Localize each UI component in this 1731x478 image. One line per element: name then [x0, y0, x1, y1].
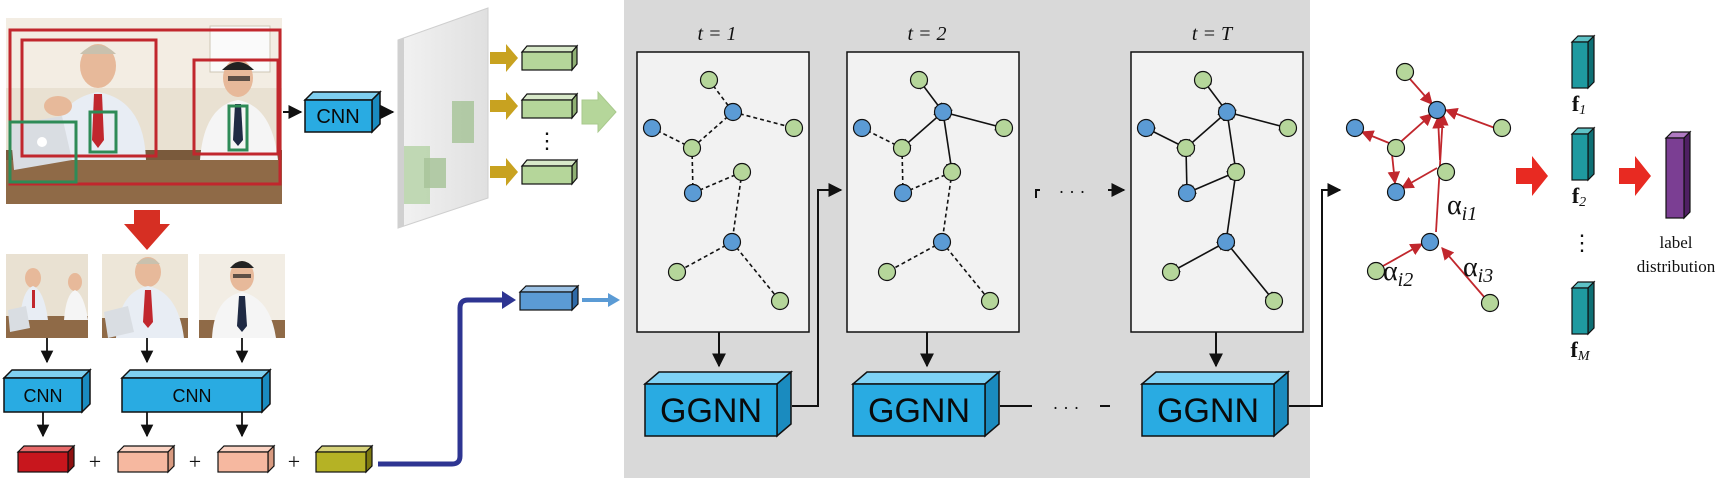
- label-distribution-line1: label: [1659, 233, 1692, 252]
- ggnn-box-2: GGNN: [850, 370, 1002, 438]
- embedding-red: [16, 444, 76, 474]
- time-label-1: t = 1: [697, 23, 736, 45]
- cnn-label-top: CNN: [316, 106, 359, 128]
- region-vector-2: [520, 92, 579, 120]
- time-label-T: t = T: [1192, 23, 1234, 45]
- embedding-pink-1: [116, 444, 176, 474]
- navy-connector: [378, 297, 504, 467]
- red-arrow-2: [1619, 156, 1651, 196]
- feature-vector-fM: [1570, 280, 1596, 336]
- plus-3: +: [288, 449, 300, 474]
- graph-panel-1: [636, 51, 810, 333]
- region-vector-1: [520, 44, 579, 72]
- graph-panel-T: [1130, 51, 1304, 333]
- plus-1: +: [89, 449, 101, 474]
- ggnn-box-T: GGNN: [1139, 370, 1291, 438]
- region-vector-3: [520, 158, 579, 186]
- ellipsis-bottom: · · ·: [1053, 398, 1080, 418]
- feature-vector-f2: [1570, 126, 1596, 182]
- feature-map: [397, 7, 489, 229]
- region-ellipsis: ⋮: [536, 128, 558, 153]
- time-label-2: t = 2: [907, 23, 946, 45]
- feature-vector-f1: [1570, 34, 1596, 90]
- cnn-box-bottom-1: CNN: [2, 368, 92, 414]
- alpha-i2: αi2: [1383, 256, 1413, 291]
- ellipsis-top: · · ·: [1059, 182, 1086, 202]
- ggnn-box-1: GGNN: [642, 370, 794, 438]
- plus-2: +: [189, 449, 201, 474]
- ggnn-label-1: GGNN: [660, 392, 762, 430]
- feature-ellipsis: ⋮: [1571, 230, 1593, 255]
- embedding-pink-2: [216, 444, 276, 474]
- ggnn-label-T: GGNN: [1157, 392, 1259, 430]
- red-down-arrow: [124, 210, 170, 250]
- label-distribution-line2: distribution: [1637, 257, 1716, 276]
- feature-label-fM: fM: [1571, 337, 1591, 364]
- scene-feature-vector: [518, 284, 580, 312]
- label-distribution-bar: [1664, 130, 1692, 220]
- region-features: ⋮: [490, 44, 617, 186]
- attention-graph: αi1 αi2 αi3: [1345, 62, 1512, 313]
- alpha-i1: αi1: [1447, 190, 1477, 225]
- feature-label-f2: f2: [1572, 183, 1586, 210]
- ggnn-label-2: GGNN: [868, 392, 970, 430]
- crop-2: [102, 254, 188, 338]
- cnn-box-bottom-2: CNN: [120, 368, 272, 414]
- input-image: [6, 18, 282, 204]
- cnn-box-top: CNN: [303, 90, 382, 134]
- cnn-label-bottom-2: CNN: [173, 386, 212, 406]
- crop-1: [6, 254, 88, 338]
- graph-panel-2: [846, 51, 1020, 333]
- red-arrow-1: [1516, 156, 1548, 196]
- cnn-label-bottom-1: CNN: [24, 386, 63, 406]
- embedding-olive: [314, 444, 374, 474]
- feature-label-f1: f1: [1572, 91, 1586, 118]
- crop-3: [199, 254, 285, 338]
- alpha-i3: αi3: [1463, 252, 1493, 287]
